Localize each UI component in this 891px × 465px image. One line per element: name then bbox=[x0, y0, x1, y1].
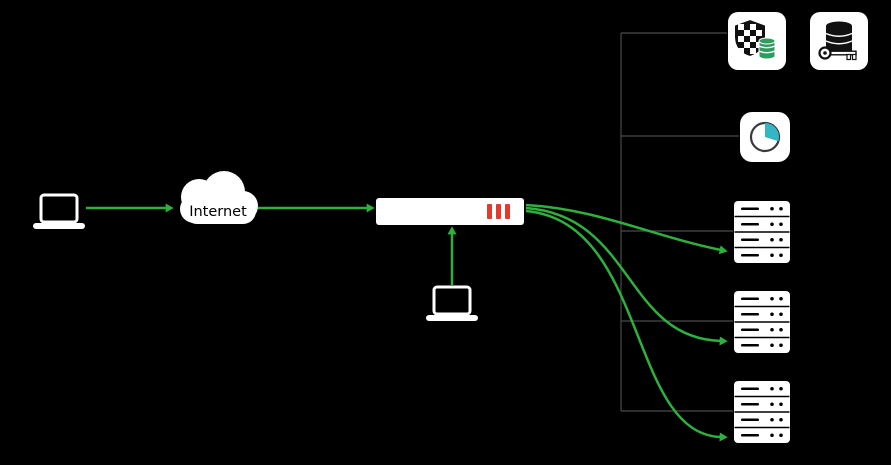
key-icon bbox=[818, 46, 857, 61]
server-vent bbox=[741, 328, 759, 332]
server-led bbox=[779, 386, 783, 391]
appliance-icon bbox=[376, 198, 524, 225]
appliance-chassis bbox=[376, 198, 524, 225]
internet-cloud-icon: Internet bbox=[180, 171, 258, 224]
laptop-screen bbox=[432, 285, 472, 316]
server-vent bbox=[741, 222, 759, 226]
appliance-led-bar bbox=[496, 204, 501, 219]
server-led bbox=[770, 343, 774, 348]
server-led bbox=[770, 327, 774, 332]
server-vent bbox=[741, 312, 759, 316]
server-led bbox=[770, 312, 774, 317]
server-vent bbox=[741, 387, 759, 391]
server-vent bbox=[741, 238, 759, 242]
server-vent bbox=[741, 253, 759, 257]
server-vent bbox=[741, 402, 759, 406]
server-led bbox=[779, 327, 783, 332]
rack-server-icon-2 bbox=[734, 291, 790, 353]
shield-database-icon bbox=[728, 12, 786, 70]
client-laptop-icon bbox=[33, 193, 85, 229]
rack-server-icon-3 bbox=[734, 381, 790, 443]
server-led bbox=[770, 386, 774, 391]
cloud-shape bbox=[184, 198, 256, 224]
server-led bbox=[770, 206, 774, 211]
laptop-base bbox=[33, 223, 85, 229]
server-led bbox=[779, 206, 783, 211]
server-led bbox=[770, 433, 774, 438]
appliance-led-bar bbox=[505, 204, 510, 219]
server-led bbox=[770, 253, 774, 258]
pie-chart-icon bbox=[740, 112, 790, 162]
server-led bbox=[779, 312, 783, 317]
internet-label: Internet bbox=[189, 204, 247, 220]
arrow-appliance-to-server1 bbox=[525, 203, 728, 255]
server-led bbox=[770, 237, 774, 242]
shield-icon bbox=[735, 20, 765, 56]
laptop-base bbox=[426, 315, 478, 321]
rack-server-icon-1 bbox=[734, 201, 790, 263]
server-led bbox=[779, 433, 783, 438]
database-key-icon bbox=[810, 12, 868, 70]
server-vent bbox=[741, 343, 759, 347]
server-vent bbox=[741, 433, 759, 437]
server-vent bbox=[741, 418, 759, 422]
server-led bbox=[779, 253, 783, 258]
server-led bbox=[779, 296, 783, 301]
laptop-screen bbox=[39, 193, 79, 224]
appliance-led-bar bbox=[487, 204, 492, 219]
server-led bbox=[770, 417, 774, 422]
admin-laptop-icon bbox=[426, 285, 478, 321]
server-led bbox=[770, 402, 774, 407]
flow-arrows bbox=[86, 203, 728, 442]
server-led bbox=[779, 402, 783, 407]
server-led bbox=[770, 222, 774, 227]
server-led bbox=[779, 222, 783, 227]
database-icon bbox=[758, 37, 776, 60]
arrow-appliance-to-server2 bbox=[525, 206, 728, 346]
arrow-appliance-to-server3 bbox=[525, 209, 728, 442]
database-icon bbox=[825, 21, 853, 55]
server-led bbox=[779, 417, 783, 422]
server-led bbox=[779, 343, 783, 348]
server-led bbox=[779, 237, 783, 242]
server-vent bbox=[741, 207, 759, 211]
pie-slice bbox=[765, 123, 779, 142]
server-vent bbox=[741, 297, 759, 301]
server-led bbox=[770, 296, 774, 301]
connector-lines bbox=[620, 32, 739, 412]
